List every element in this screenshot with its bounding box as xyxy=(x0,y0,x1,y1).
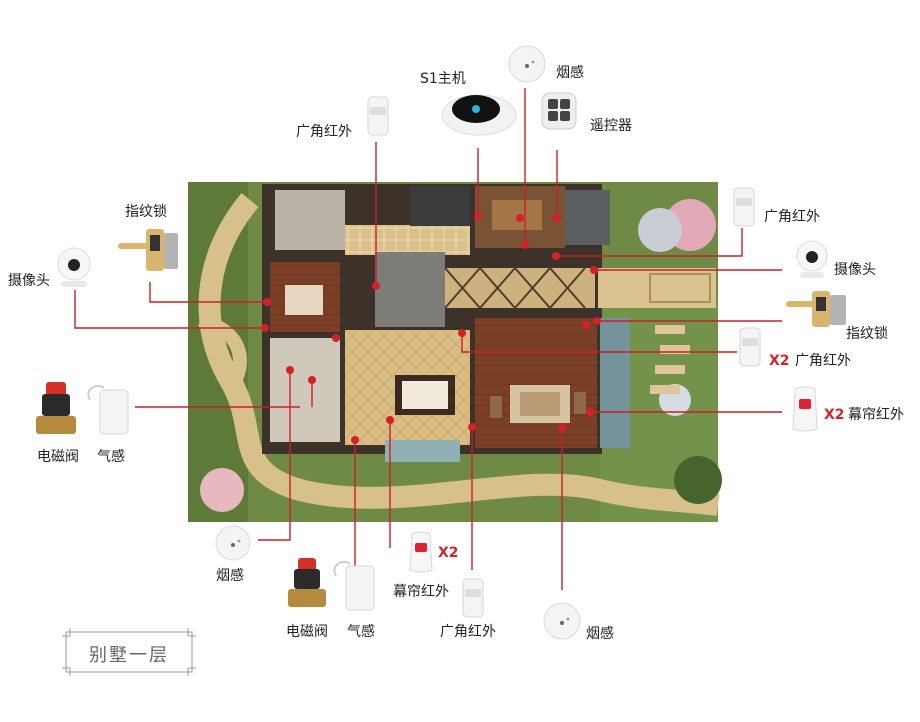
pir-sensor-icon xyxy=(733,187,755,227)
camera-icon xyxy=(57,247,91,287)
curtain-label-right: 幕帘红外 xyxy=(848,407,904,423)
curtain-sensor-icon xyxy=(409,531,433,573)
smoke-detector-icon xyxy=(543,602,581,640)
fingerprint-lock-icon xyxy=(786,291,846,327)
solenoid-valve-icon xyxy=(288,558,326,607)
solenoid-valve-icon xyxy=(36,382,76,434)
fingerprint-lock-icon xyxy=(118,229,178,271)
remote-label: 遥控器 xyxy=(590,118,632,134)
pir-sensor-icon xyxy=(367,96,389,136)
remote-control-icon xyxy=(541,92,577,130)
curtain-multiplier-right: X2 xyxy=(824,407,845,423)
camera-label-right: 摄像头 xyxy=(834,262,876,278)
smoke-label-bottom-left: 烟感 xyxy=(216,568,244,584)
host-hub-icon xyxy=(441,94,517,136)
wide-ir-label-bottom: 广角红外 xyxy=(440,624,496,640)
gas-detector-icon xyxy=(333,560,375,611)
pir-sensor-icon xyxy=(739,327,761,367)
fingerprint-label-left: 指纹锁 xyxy=(125,204,167,220)
fingerprint-label-right: 指纹锁 xyxy=(846,326,888,342)
solenoid-label-left: 电磁阀 xyxy=(37,449,79,465)
gas-label-left: 气感 xyxy=(97,449,125,465)
camera-label-left: 摄像头 xyxy=(8,273,50,289)
wide-ir-label-right-mid: 广角红外 xyxy=(795,353,851,369)
page-title: 别墅一层 xyxy=(89,645,169,666)
wide-ir-label-top: 广角红外 xyxy=(296,124,352,140)
curtain-multiplier-bottom: X2 xyxy=(438,545,459,561)
wide-ir-label-right-top: 广角红外 xyxy=(764,209,820,225)
solenoid-label-bottom: 电磁阀 xyxy=(286,624,328,640)
host-label: S1主机 xyxy=(420,71,466,87)
gas-label-bottom: 气感 xyxy=(347,624,375,640)
smoke-detector-icon xyxy=(215,525,251,561)
curtain-label-bottom: 幕帘红外 xyxy=(393,584,449,600)
curtain-sensor-icon xyxy=(792,386,818,432)
smoke-detector-icon xyxy=(508,45,546,83)
floor-title-frame: 别墅一层 xyxy=(62,628,196,676)
camera-icon xyxy=(796,240,828,278)
gas-detector-icon xyxy=(87,384,129,435)
smoke-label-bottom-right: 烟感 xyxy=(586,626,614,642)
smoke-label-top: 烟感 xyxy=(556,65,584,81)
pir-sensor-icon xyxy=(462,578,484,618)
wide-ir-multiplier-right: X2 xyxy=(769,353,790,369)
